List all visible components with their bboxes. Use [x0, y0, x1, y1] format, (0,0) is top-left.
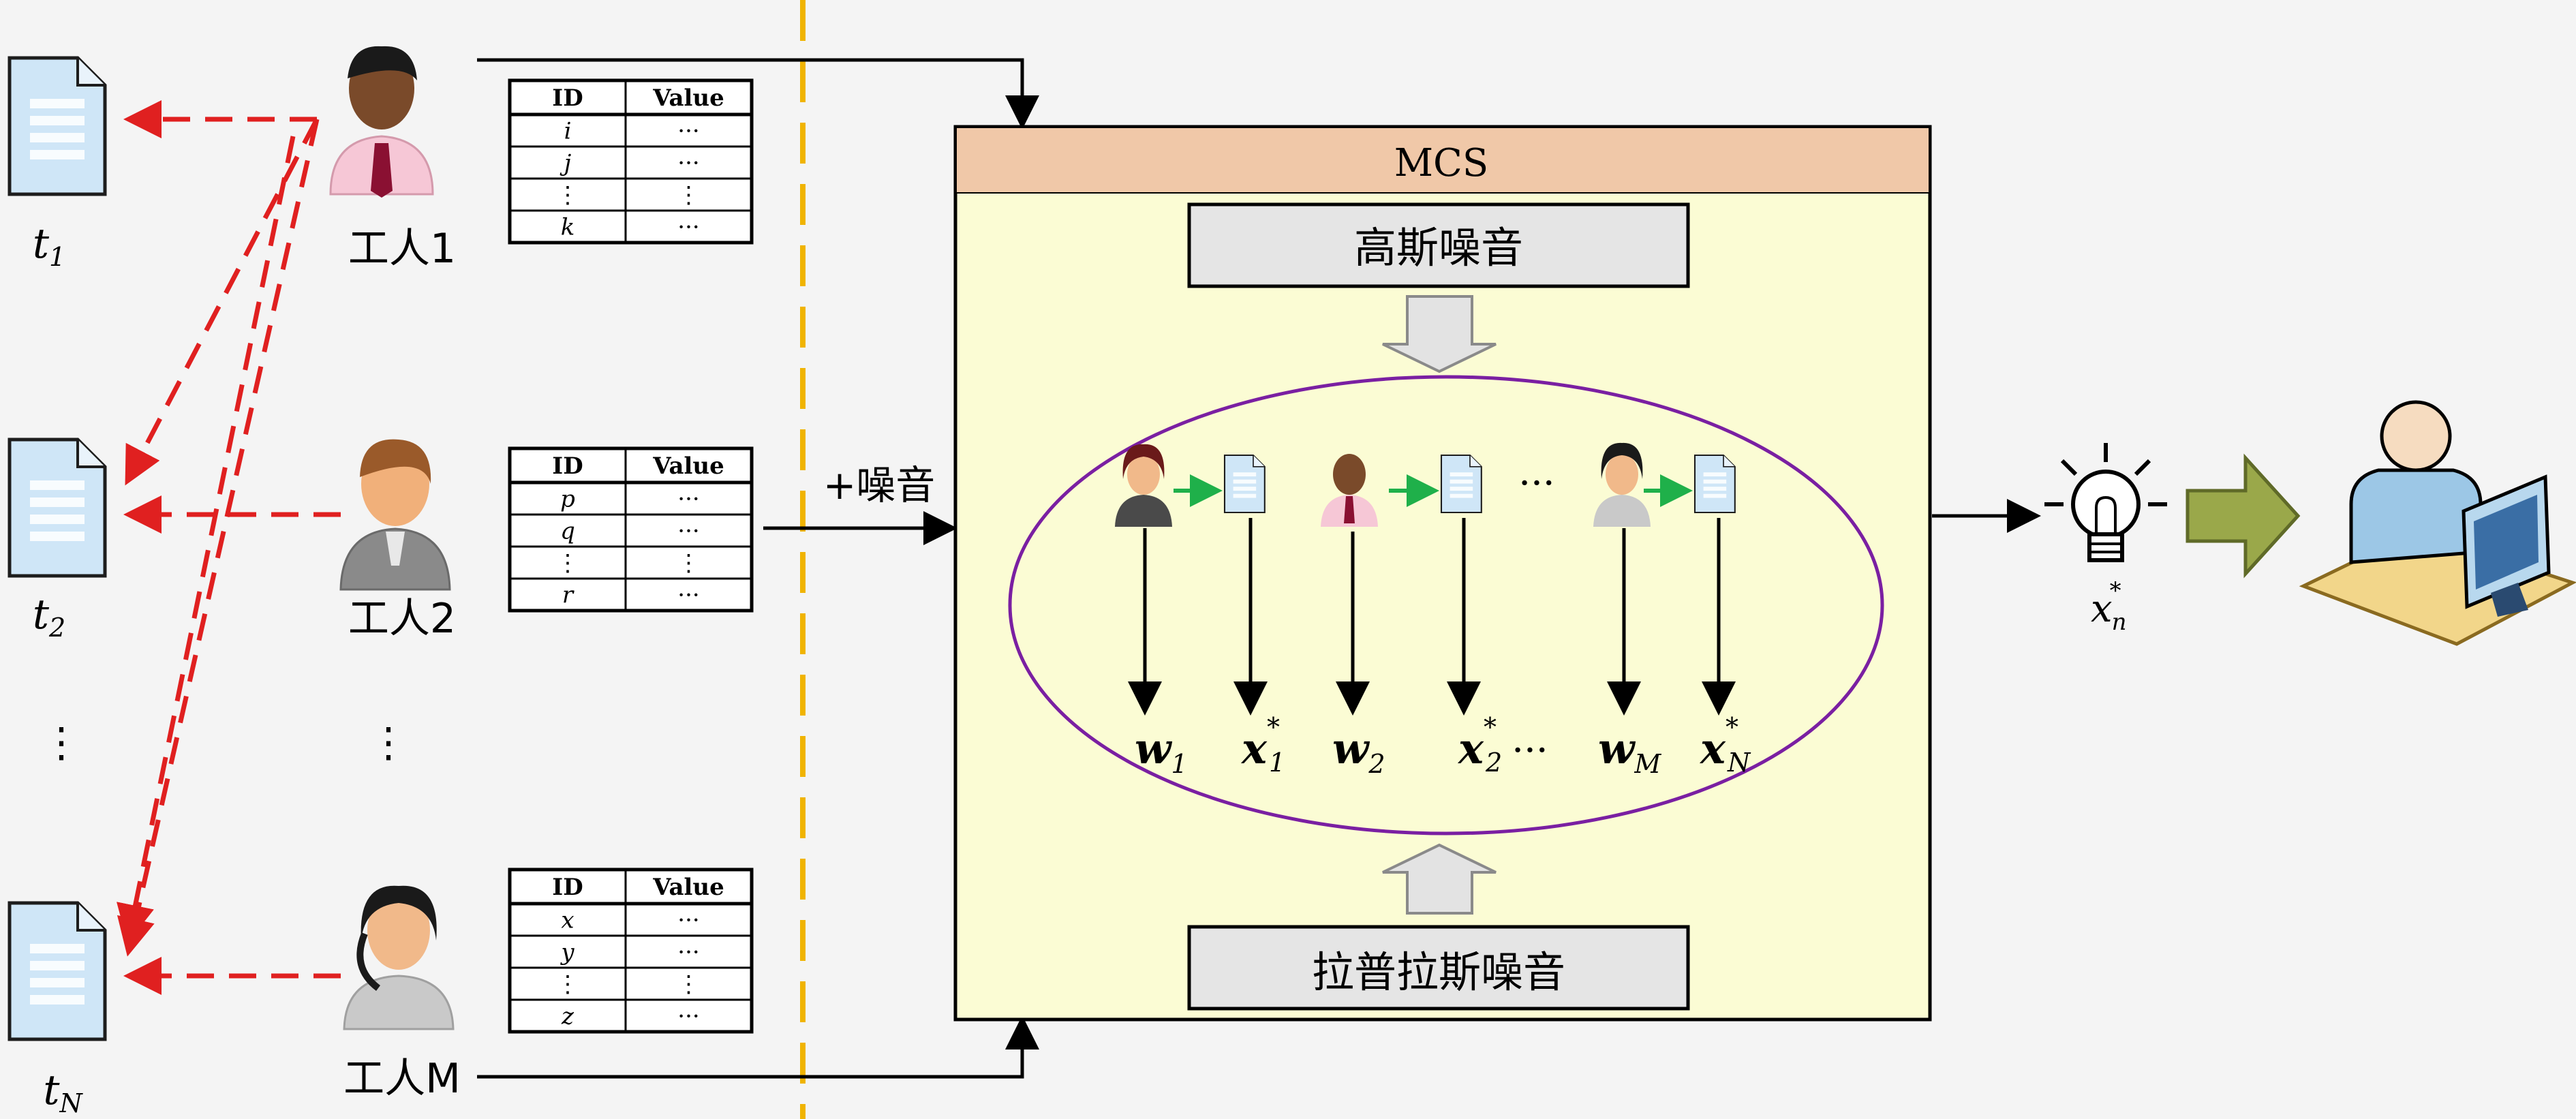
- task-label-1: t1: [33, 220, 65, 272]
- ellipse-dots-bottom: ···: [1512, 729, 1548, 773]
- table-cell: ···: [677, 150, 699, 177]
- table-cell: p: [560, 486, 575, 513]
- gaussian-noise-box: [1187, 202, 1690, 288]
- ellipse-dots-top: ···: [1518, 461, 1554, 506]
- worker-1-avatar: [329, 46, 434, 198]
- task-label-2: t2: [33, 591, 65, 643]
- task-doc-N: [10, 903, 105, 1039]
- output-arrow-icon: [2186, 453, 2301, 579]
- output-xN: x*N: [1699, 712, 1751, 778]
- task-doc-1: [10, 58, 105, 194]
- worker-M-label: 工人M: [343, 1055, 461, 1103]
- worker-1-label: 工人1: [348, 225, 456, 273]
- computation-ellipse: [1008, 375, 1884, 836]
- gaussian-down-arrow: [1382, 295, 1497, 373]
- gaussian-noise-label: 高斯噪音: [1354, 223, 1523, 273]
- mcs-box: MCS 高斯噪音 拉普拉斯噪音: [953, 125, 1932, 1022]
- table-cell: ⋮: [677, 182, 701, 209]
- task-vdots: ⋮: [41, 719, 82, 767]
- worker-2-avatar: [339, 439, 451, 591]
- table-cell: r: [562, 582, 574, 609]
- output-wM: wM: [1598, 724, 1661, 779]
- assignment-arrows: [117, 100, 341, 995]
- laplace-up-arrow: [1382, 843, 1497, 915]
- table-cell: ⋮: [556, 971, 579, 998]
- output-w1: w1: [1135, 724, 1188, 779]
- table-cell: ⋮: [556, 550, 579, 577]
- table-cell: ···: [677, 1003, 699, 1030]
- table-cell: ···: [677, 518, 699, 545]
- worker-vdots: ⋮: [368, 719, 409, 767]
- table-cell: ···: [677, 118, 699, 145]
- table-cell: k: [561, 214, 575, 241]
- output-x1: x*1: [1240, 712, 1285, 778]
- task-label-N: tN: [43, 1067, 83, 1118]
- mcs-header: [957, 128, 1929, 193]
- document-icon: [10, 58, 105, 194]
- output-x2: x*2: [1457, 712, 1502, 778]
- inner-worker-icon-M: [1593, 442, 1651, 527]
- document-icon: [10, 440, 105, 576]
- output-w2: w2: [1332, 724, 1385, 779]
- table-cell: y: [559, 939, 574, 966]
- table-cell: q: [560, 518, 575, 545]
- table-cell: x: [561, 907, 574, 934]
- lightbulb-icon: [2044, 443, 2167, 562]
- table-cell: ···: [677, 907, 699, 934]
- inner-doc-icon-N: [1693, 454, 1736, 514]
- task-doc-2: [10, 440, 105, 576]
- inner-doc-icon-1: [1223, 454, 1266, 514]
- result-label: x*n: [2091, 577, 2127, 636]
- worker-2-label: 工人2: [348, 595, 456, 643]
- down-arrows: [1128, 518, 1736, 716]
- table-cell: ⋮: [677, 971, 701, 998]
- table-header-cell: Value: [652, 453, 724, 480]
- document-icon: [10, 903, 105, 1039]
- table-header-cell: Value: [652, 85, 724, 112]
- table-cell: ⋮: [677, 550, 701, 577]
- table-cell: ···: [677, 214, 699, 241]
- table-header-cell: ID: [552, 453, 583, 480]
- worker-table-2: ID Value p ··· q ··· ⋮ ⋮ r ···: [508, 446, 754, 613]
- noise-label: +噪音: [823, 462, 936, 508]
- table-header-cell: Value: [652, 874, 724, 901]
- inner-doc-icon-2: [1440, 454, 1482, 514]
- worker-table-3: ID Value x ··· y ··· ⋮ ⋮ z ···: [508, 868, 754, 1034]
- user-at-computer-icon: [2299, 400, 2576, 646]
- table-header-cell: ID: [552, 874, 583, 901]
- table-cell: ···: [677, 582, 699, 609]
- table-cell: z: [561, 1003, 574, 1030]
- laplace-noise-box: [1187, 925, 1690, 1011]
- table-header-cell: ID: [552, 85, 583, 112]
- laplace-noise-label: 拉普拉斯噪音: [1312, 947, 1565, 997]
- flow-arrows: [477, 58, 2041, 1079]
- mcs-title: MCS: [1394, 141, 1489, 185]
- table-cell: ⋮: [556, 182, 579, 209]
- table-cell: i: [564, 118, 572, 145]
- inner-worker-icon-2: [1321, 454, 1378, 527]
- table-cell: ···: [677, 939, 699, 966]
- table-cell: ···: [677, 486, 699, 513]
- inner-worker-icon-1: [1115, 444, 1172, 527]
- worker-M-avatar: [343, 885, 455, 1030]
